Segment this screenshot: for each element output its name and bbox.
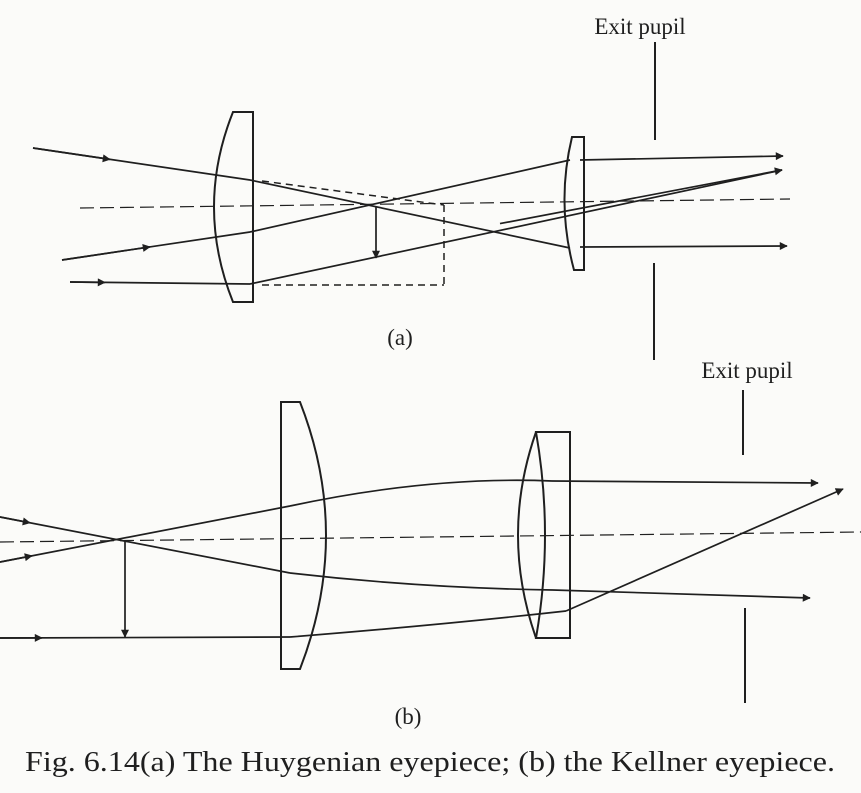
eye-lens-a — [564, 137, 584, 270]
construction-lines-a — [262, 181, 444, 285]
outgoing-rays-b — [552, 481, 843, 611]
figure-caption: Fig. 6.14(a) The Huygenian eyepiece; (b)… — [25, 746, 835, 778]
panel-b-label: (b) — [395, 704, 422, 729]
arrow-a-mid-3 — [500, 170, 782, 224]
exit-pupil-label-b: Exit pupil — [701, 358, 792, 383]
panel-b-kellner: Exit pupil (b) — [0, 358, 861, 729]
panel-a-huygenian: Exit pupil (a) — [33, 14, 790, 360]
ray-b-out-2 — [553, 590, 810, 598]
ray-a-mid-2 — [250, 160, 570, 232]
ray-a-mid-1 — [250, 180, 570, 248]
exit-pupil-label-a: Exit pupil — [594, 14, 685, 39]
ray-b-out-3 — [566, 489, 843, 611]
ray-b-mid-1 — [290, 480, 552, 506]
ray-b-mid-2 — [290, 573, 553, 590]
ray-a-mid-3 — [250, 170, 782, 284]
ray-b-out-1 — [552, 481, 818, 483]
ray-b-mid-3 — [290, 611, 566, 637]
ray-a-out-1 — [580, 156, 783, 160]
doublet-crown-element — [518, 432, 536, 638]
incoming-rays-b — [0, 506, 290, 638]
arrow-a-in-2 — [62, 247, 150, 260]
arrow-a-in-1 — [33, 148, 110, 159]
arrow-b-in-2 — [0, 556, 32, 562]
panel-a-label: (a) — [387, 325, 413, 350]
field-lens-a — [214, 112, 253, 302]
ray-b-in-3 — [0, 637, 290, 638]
intermediate-rays-b — [290, 480, 566, 637]
ray-b-in-2 — [0, 506, 290, 562]
arrow-b-in-1 — [0, 517, 30, 523]
intermediate-rays-a — [250, 160, 782, 284]
ray-b-in-1 — [0, 517, 290, 573]
ray-a-out-2 — [580, 246, 787, 247]
field-lens-b — [281, 402, 326, 669]
